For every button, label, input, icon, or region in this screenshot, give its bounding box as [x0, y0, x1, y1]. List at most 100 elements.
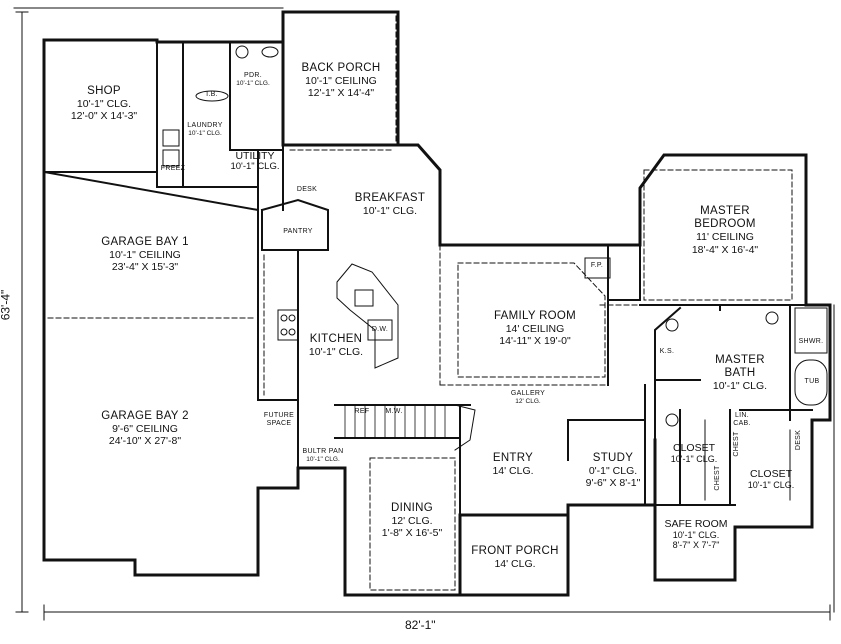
room-ceiling: 10'-1" CLG.	[308, 346, 364, 359]
fixture-label: I.B.	[206, 91, 218, 98]
room-master-bath: MASTER BATH 10'-1" CLG.	[702, 354, 778, 393]
room-gallery: GALLERY 12' CLG.	[498, 390, 558, 406]
room-name: BULTR PAN	[302, 448, 344, 455]
fixture-chest-1: CHEST	[733, 429, 741, 459]
room-ceiling: 12' CLG.	[391, 515, 433, 528]
room-ceiling: 12' CLG.	[515, 398, 541, 406]
room-ceiling: 10'-1" CLG.	[76, 98, 132, 111]
fixture-chest-2: CHEST	[714, 463, 722, 493]
room-entry: ENTRY 14' CLG.	[478, 452, 548, 477]
fixture-fireplace: F.P.	[585, 262, 609, 270]
overall-height-label: 63'-4"	[0, 289, 13, 321]
fixture-tub: TUB	[800, 378, 824, 386]
dashed-lines	[47, 15, 793, 591]
room-ceiling: 10'-1" CEILING	[305, 75, 377, 88]
room-ceiling: 10'-1" CLG.	[712, 380, 768, 393]
fixture-label: CHEST	[713, 465, 721, 491]
room-ceiling: 10'-1" CLG.	[747, 480, 795, 491]
fixture-desk: DESK	[292, 186, 322, 194]
fixture-label: LIN. CAB.	[733, 412, 751, 428]
room-name-2: BEDROOM	[694, 218, 756, 231]
interior-walls	[42, 41, 813, 516]
room-size: 23'-4" X 15'-3"	[111, 261, 179, 274]
room-name: BREAKFAST	[354, 192, 426, 204]
room-name: MASTER	[700, 205, 750, 217]
fixture-label: REF	[354, 408, 370, 415]
room-name: GALLERY	[510, 390, 546, 397]
room-name: BACK PORCH	[301, 62, 381, 74]
room-ceiling: 11' CEILING	[696, 231, 754, 244]
room-size: 9'-6" X 8'-1"	[585, 477, 641, 490]
room-shop: SHOP 10'-1" CLG. 12'-0" X 14'-3"	[58, 85, 150, 122]
fixtures	[162, 45, 828, 501]
fixture-freezer: FREEZ	[158, 165, 188, 173]
room-size: 1'-8" X 16'-5"	[381, 527, 443, 540]
room-kitchen: KITCHEN 10'-1" CLG.	[300, 333, 372, 358]
room-name: DINING	[390, 502, 434, 514]
room-ceiling: 10'-1" CLG.	[362, 205, 418, 218]
room-name: GARAGE BAY 2	[101, 410, 189, 422]
room-size: 8'-7" X 7'-7"	[672, 540, 720, 551]
room-ceiling: 14' CLG.	[494, 558, 536, 571]
fixture-linen-cabinet: LIN. CAB.	[728, 412, 756, 428]
fixture-label: F.P.	[590, 262, 604, 269]
fixture-label: M.W.	[385, 408, 403, 415]
overall-width-label: 82'-1"	[405, 618, 436, 632]
fixture-label: DESK	[794, 429, 802, 451]
room-name: FUTURE	[263, 412, 295, 419]
room-utility: UTILITY 10'-1" CLG.	[228, 150, 282, 173]
room-name: SAFE ROOM	[664, 518, 728, 530]
fixture-desk-2: DESK	[795, 425, 803, 455]
room-garage-bay-1: GARAGE BAY 1 10'-1" CEILING 23'-4" X 15'…	[70, 236, 220, 273]
room-garage-bay-2: GARAGE BAY 2 9'-6" CEILING 24'-10" X 27'…	[70, 410, 220, 447]
room-safe-room: SAFE ROOM 10'-1" CLG. 8'-7" X 7'-7"	[658, 518, 734, 551]
room-name: GARAGE BAY 1	[101, 236, 189, 248]
room-back-porch: BACK PORCH 10'-1" CEILING 12'-1" X 14'-4…	[288, 62, 394, 99]
room-pdr: PDR. 10'-1" CLG.	[228, 72, 278, 88]
room-laundry: LAUNDRY 10'-1" CLG.	[182, 122, 228, 138]
room-study: STUDY 0'-1" CLG. 9'-6" X 8'-1"	[578, 452, 648, 489]
room-name: MASTER	[715, 354, 765, 366]
room-name: STUDY	[592, 452, 634, 464]
room-future-space: FUTURE SPACE	[260, 412, 298, 428]
room-name: SHOP	[87, 85, 121, 97]
fixture-label: CHEST	[732, 431, 740, 457]
room-ceiling: 10'-1" CLG.	[306, 456, 340, 464]
room-master-bedroom: MASTER BEDROOM 11' CEILING 18'-4" X 16'-…	[670, 205, 780, 256]
room-family-room: FAMILY ROOM 14' CEILING 14'-11" X 19'-0"	[475, 310, 595, 347]
fixture-ironing-board: I.B.	[200, 91, 224, 99]
room-name-2: BATH	[724, 367, 756, 380]
room-name-2: SPACE	[266, 420, 292, 428]
room-ceiling: 14' CLG.	[492, 465, 534, 478]
room-dining: DINING 12' CLG. 1'-8" X 16'-5"	[370, 502, 454, 539]
room-ceiling: 14' CEILING	[505, 323, 565, 336]
room-name: PDR.	[244, 72, 262, 79]
room-ceiling: 10'-1" CEILING	[109, 249, 181, 262]
room-name: FRONT PORCH	[471, 545, 559, 557]
room-bultr-pan: BULTR PAN 10'-1" CLG.	[298, 448, 348, 464]
fixture-refrigerator: REF	[350, 408, 374, 416]
room-name: UTILITY	[235, 150, 275, 162]
fixture-microwave: M.W.	[382, 408, 406, 416]
room-ceiling: 9'-6" CEILING	[112, 423, 178, 436]
fixture-label: TUB	[804, 378, 820, 385]
exterior-walls	[42, 10, 832, 597]
room-breakfast: BREAKFAST 10'-1" CLG.	[345, 192, 435, 217]
room-name: FAMILY ROOM	[493, 310, 577, 322]
room-size: 14'-11" X 19'-0"	[499, 335, 571, 348]
fixture-label: DESK	[296, 186, 318, 193]
room-name: CLOSET	[749, 468, 792, 480]
room-name: KITCHEN	[309, 333, 363, 345]
room-ceiling: 10'-1" CLG.	[670, 454, 718, 465]
room-size: 18'-4" X 16'-4"	[691, 243, 759, 256]
room-closet-1: CLOSET 10'-1" CLG.	[666, 442, 722, 464]
fixture-shower: SHWR.	[796, 338, 826, 346]
room-front-porch: FRONT PORCH 14' CLG.	[465, 545, 565, 570]
room-ceiling: 0'-1" CLG.	[588, 465, 638, 478]
room-name: LAUNDRY	[187, 122, 223, 129]
room-size: 24'-10" X 27'-8"	[108, 435, 182, 448]
room-size: 12'-0" X 14'-3"	[70, 110, 138, 123]
fixture-dishwasher: D.W.	[368, 326, 392, 334]
room-ceiling: 10'-1" CLG.	[188, 130, 222, 138]
